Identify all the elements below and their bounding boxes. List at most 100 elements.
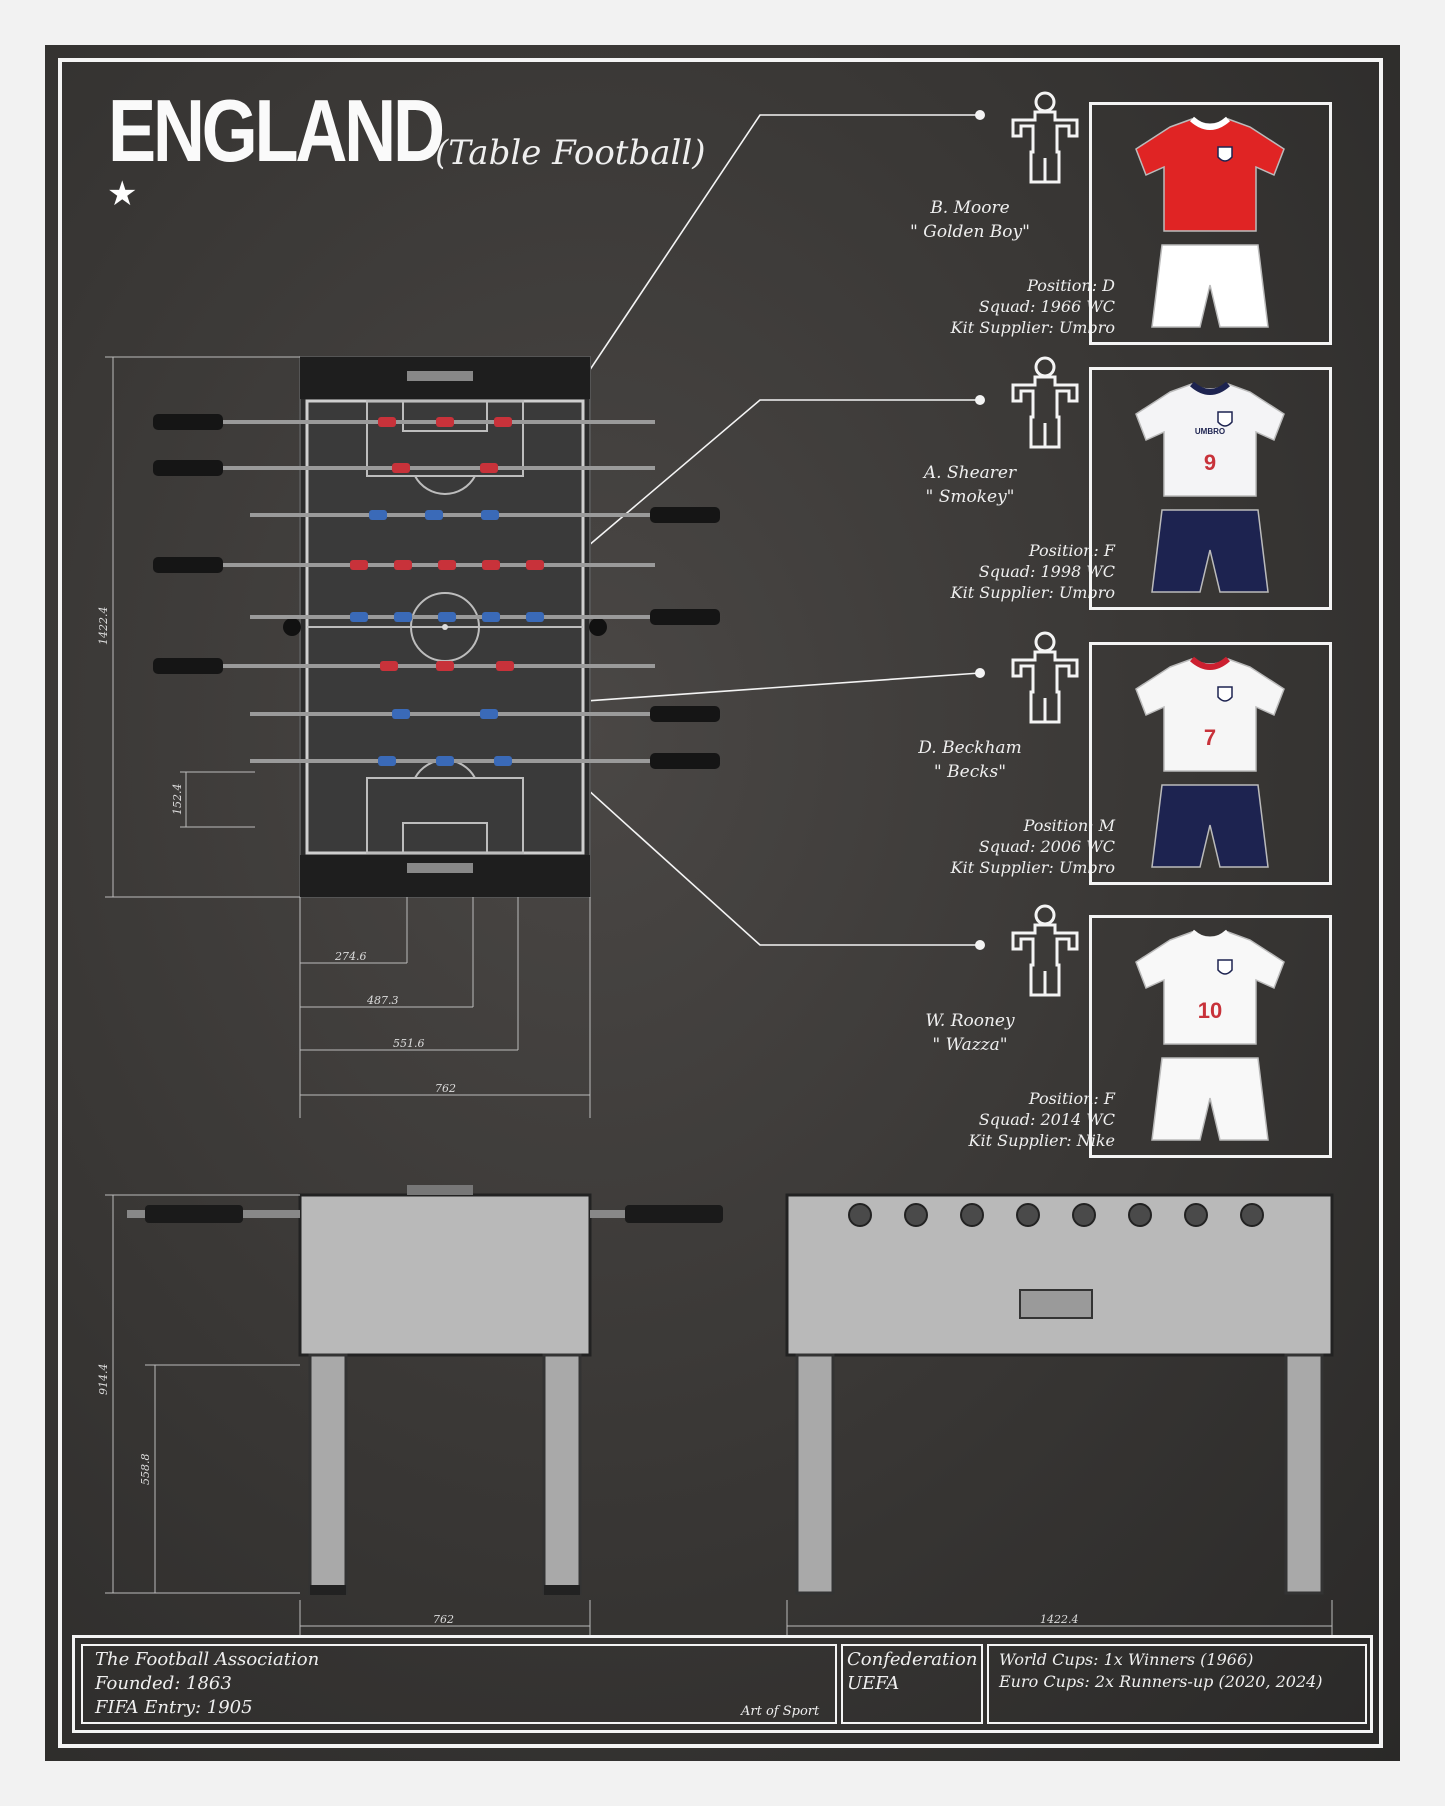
player-position: Position: F (1028, 541, 1115, 560)
rod-bumper (1016, 1203, 1040, 1227)
shorts (1151, 509, 1269, 593)
side-dimension-lines (105, 1194, 1333, 1635)
player-figure-icon (1007, 630, 1083, 726)
foosball-man (392, 709, 410, 719)
shirt (1135, 929, 1285, 1045)
foosball-man (394, 612, 412, 622)
player-figure-icon (1007, 355, 1083, 451)
rods (153, 414, 720, 769)
player-kit-supplier: Kit Supplier: Nike (968, 1131, 1115, 1150)
kit-panel: 10 (1089, 915, 1332, 1158)
foosball-man (425, 510, 443, 520)
foosball-man (482, 560, 500, 570)
connector-dot (975, 110, 985, 120)
dim-table-length: 1422.4 (97, 606, 110, 646)
ball-hole-left (283, 618, 301, 636)
foosball-man (526, 612, 544, 622)
confederation-label: Confederation (847, 1649, 978, 1670)
player-name: D. Beckham (918, 738, 1022, 758)
fifa-entry: FIFA Entry: 1905 (95, 1697, 253, 1718)
page-title: ENGLAND (108, 81, 445, 180)
foosball-man (436, 661, 454, 671)
dim-w2: 487.3 (367, 994, 399, 1007)
world-cups: World Cups: 1x Winners (1966) (999, 1650, 1254, 1669)
top-view-diagram (105, 110, 1334, 1635)
connector-dot (975, 395, 985, 405)
foosball-man (494, 417, 512, 427)
shirt (1135, 116, 1285, 232)
side-view-short (127, 1185, 723, 1595)
footer-honours-cell: World Cups: 1x Winners (1966) Euro Cups:… (987, 1644, 1367, 1724)
dim-goal-width: 152.4 (171, 783, 184, 816)
connector-dot (975, 940, 985, 950)
rod-handle (650, 753, 720, 769)
player-nickname: " Smokey" (925, 487, 1015, 507)
dim-table-width: 762 (435, 1082, 456, 1095)
player-nickname: " Golden Boy" (910, 222, 1030, 242)
player-squad: Squad: 2014 WC (978, 1110, 1115, 1129)
shirt-brand: UMBRO (1195, 427, 1225, 436)
player-name: B. Moore (930, 198, 1010, 218)
shirt-number: 9 (1204, 450, 1216, 475)
dim-w3: 551.6 (393, 1037, 425, 1050)
association-name: The Football Association (95, 1649, 320, 1670)
player-position: Position: F (1028, 1089, 1115, 1108)
shorts (1151, 784, 1269, 868)
connector-dot (975, 668, 985, 678)
player-figure-icon (1007, 903, 1083, 999)
center-spot (442, 624, 448, 630)
founded: Founded: 1863 (95, 1673, 232, 1694)
foosball-man (438, 560, 456, 570)
shirt-number: 10 (1198, 998, 1222, 1023)
foosball-man (526, 560, 544, 570)
foosball-man (480, 709, 498, 719)
dim-leg-height: 558.8 (139, 1453, 152, 1486)
dimension-lines (105, 356, 591, 1118)
rod-bumper (1184, 1203, 1208, 1227)
dim-height: 914.4 (97, 1363, 110, 1396)
foosball-man (482, 612, 500, 622)
foosball-man (380, 661, 398, 671)
star-icon: ★ (107, 174, 138, 214)
shirt (1135, 656, 1285, 772)
kit-panel (1089, 102, 1332, 345)
player-nickname: " Becks" (933, 762, 1007, 782)
footer-association-cell: The Football Association Founded: 1863 F… (81, 1644, 837, 1724)
player-figure-icon (1007, 90, 1083, 186)
rod-handle (650, 507, 720, 523)
table-end-bottom (300, 855, 590, 897)
foosball-man (378, 417, 396, 427)
foosball-man (494, 756, 512, 766)
shorts (1151, 1057, 1269, 1141)
page-subtitle: (Table Football) (435, 133, 706, 173)
connector-moore (512, 114, 980, 486)
rod-handle (153, 460, 223, 476)
shirt-number: 7 (1204, 725, 1216, 750)
player-name: W. Rooney (925, 1011, 1015, 1031)
dim-w1: 274.6 (335, 950, 367, 963)
player-kit-supplier: Kit Supplier: Umbro (950, 858, 1115, 877)
player-squad: Squad: 2006 WC (978, 837, 1115, 856)
scorer-top (407, 371, 473, 381)
rod-handle (153, 557, 223, 573)
footer-confederation-cell: Confederation UEFA (841, 1644, 983, 1724)
rod-bumper (904, 1203, 928, 1227)
foosball-man (369, 510, 387, 520)
rod-handle (650, 706, 720, 722)
foosball-man (394, 560, 412, 570)
poster: ENGLAND (Table Football) ★ (45, 45, 1400, 1761)
footer-info-block: The Football Association Founded: 1863 F… (72, 1635, 1373, 1733)
foosball-man (496, 661, 514, 671)
ball-hole-right (589, 618, 607, 636)
credit-text: Art of Sport (741, 1704, 820, 1719)
player-squad: Squad: 1998 WC (978, 562, 1115, 581)
euro-cups: Euro Cups: 2x Runners-up (2020, 2024) (999, 1672, 1323, 1691)
kit-panel: 7 (1089, 642, 1332, 885)
player-position: Position: D (1027, 276, 1115, 295)
scorer-bottom (407, 863, 473, 873)
foosball-man (350, 560, 368, 570)
